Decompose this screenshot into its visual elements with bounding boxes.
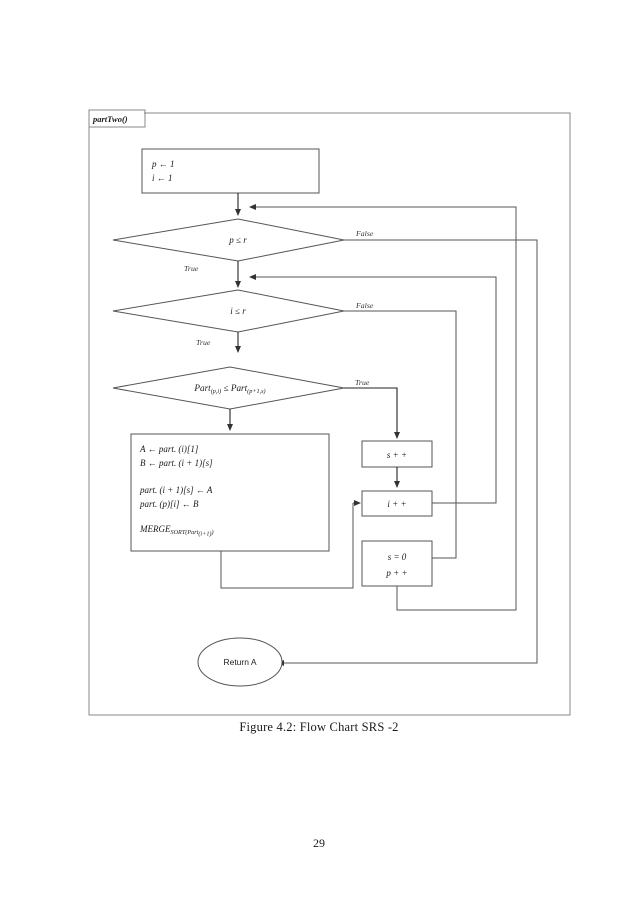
frame-label: partTwo() xyxy=(92,114,128,124)
node-decision-part: Part(p,i) ≤ Part(p+1,s) xyxy=(112,366,345,410)
decision-p-true-label: True xyxy=(184,264,199,273)
node-swap-merge: A ← part. (i)[1] B ← part. (i + 1)[s] pa… xyxy=(130,433,330,552)
init-line-2: i ← 1 xyxy=(152,173,173,183)
decision-i-true-label: True xyxy=(196,338,211,347)
swap-line-2: B ← part. (i + 1)[s] xyxy=(140,458,213,468)
return-text: Return A xyxy=(223,657,256,667)
node-return: Return A xyxy=(197,637,283,687)
decision-part-condition: Part(p,i) ≤ Part(p+1,s) xyxy=(193,383,265,395)
edge-decision-part-true-to-sinc xyxy=(344,387,400,439)
swap-line-3: part. (i + 1)[s] ← A xyxy=(139,485,213,495)
page-number: 29 xyxy=(313,836,325,850)
decision-p-false-label: False xyxy=(355,229,374,238)
swap-merge-call: MERGESORT(Part(i+1)) xyxy=(139,524,214,538)
node-decision-i: i ≤ r xyxy=(112,289,345,333)
node-s-inc: s + + xyxy=(361,440,433,468)
init-line-1: p ← 1 xyxy=(151,159,175,169)
node-decision-p: p ≤ r xyxy=(112,218,345,262)
node-reset-p-inc: s = 0 p + + xyxy=(361,540,433,587)
edge-reset-to-decision-p xyxy=(249,204,517,611)
figure-caption: Figure 4.2: Flow Chart SRS -2 xyxy=(239,720,399,734)
swap-line-1: A ← part. (i)[1] xyxy=(139,444,199,454)
edge-decision-i-false-to-reset xyxy=(344,310,457,561)
decision-p-condition: p ≤ r xyxy=(228,235,247,245)
edge-iinc-to-decision-i xyxy=(249,274,497,504)
edge-decision-p-false-to-return xyxy=(277,239,538,666)
node-i-inc: i + + xyxy=(361,490,433,517)
decision-i-condition: i ≤ r xyxy=(230,306,246,316)
swap-line-4: part. (p)[i] ← B xyxy=(139,499,199,509)
flowchart-figure: partTwo() p ← 1 i ← 1 p ≤ r True False i… xyxy=(88,109,571,716)
decision-i-false-label: False xyxy=(355,301,374,310)
i-inc-text: i + + xyxy=(387,499,406,509)
reset-line-2: p + + xyxy=(385,568,407,578)
decision-part-true-label: True xyxy=(355,378,370,387)
reset-line-1: s = 0 xyxy=(388,552,407,562)
edge-swap-down xyxy=(220,503,354,589)
node-init: p ← 1 i ← 1 xyxy=(141,148,320,194)
frame-container: partTwo() xyxy=(88,109,571,716)
s-inc-text: s + + xyxy=(387,450,407,460)
